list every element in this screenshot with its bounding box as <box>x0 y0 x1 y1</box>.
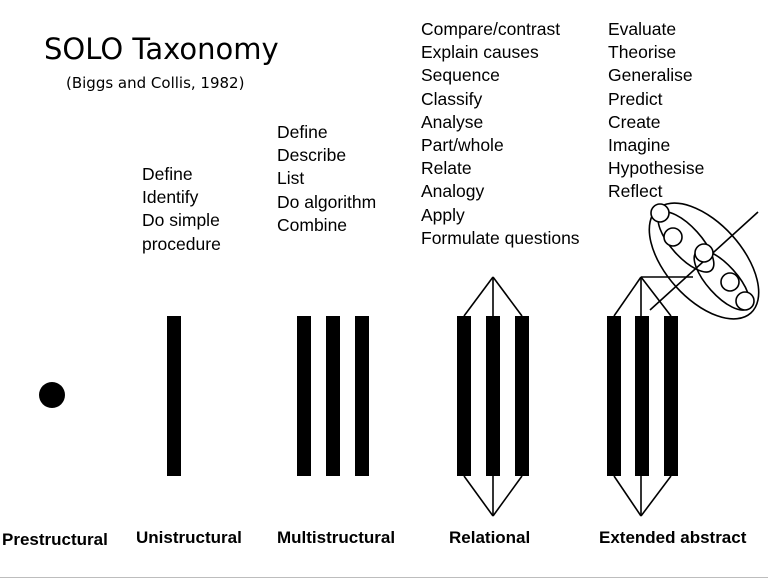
verb-item: Reflect <box>608 181 663 202</box>
abstract-ellipse-group <box>648 202 760 320</box>
abstract-node <box>720 272 740 292</box>
level-label-relational: Relational <box>449 528 531 547</box>
bottom-divider <box>0 577 768 578</box>
multistructural-bar <box>326 316 340 476</box>
verb-item: Compare/contrast <box>421 19 561 39</box>
verb-item: Predict <box>608 88 663 109</box>
verb-item: Classify <box>421 88 483 109</box>
verb-item: Relate <box>421 158 472 179</box>
verb-item: Define <box>142 164 193 184</box>
verb-item: Define <box>277 122 328 142</box>
verb-item: Describe <box>277 145 347 166</box>
diagram-title: SOLO Taxonomy <box>44 32 279 66</box>
verb-item: Explain causes <box>421 42 539 63</box>
verb-item: Formulate questions <box>421 227 580 248</box>
extended-abstract-bar <box>635 316 649 476</box>
verb-list-multistructural: Define Describe List Do algorithm Combin… <box>277 121 376 237</box>
relational-bar <box>515 316 529 476</box>
level-label-multistructural: Multistructural <box>277 528 396 547</box>
verb-list-extended-abstract: Evaluate Theorise Generalise Predict Cre… <box>608 18 704 204</box>
extended-abstract-bar <box>607 316 621 476</box>
relational-bar <box>457 316 471 476</box>
multistructural-bar <box>355 316 369 476</box>
unistructural-bar <box>167 316 181 476</box>
level-label-prestructural: Prestructural <box>2 530 108 549</box>
verb-item: Generalise <box>608 65 693 86</box>
extended-abstract-bar <box>664 316 678 476</box>
verb-item: Do algorithm <box>277 191 377 212</box>
verb-item: Analogy <box>421 181 485 202</box>
extended-abstract-structure <box>613 276 693 517</box>
verb-list-unistructural: Define Identify Do simple procedure <box>142 163 221 256</box>
abstract-node <box>663 227 683 247</box>
relational-structure <box>463 276 523 517</box>
abstract-node <box>694 243 714 263</box>
verb-item: Create <box>608 111 661 132</box>
verb-item: Analyse <box>421 111 484 132</box>
verb-item: procedure <box>142 233 221 254</box>
verb-item: Imagine <box>608 135 671 156</box>
verb-list-relational: Compare/contrast Explain causes Sequence… <box>421 18 580 250</box>
diagram-subtitle: (Biggs and Collis, 1982) <box>66 74 245 92</box>
multistructural-bar <box>297 316 311 476</box>
verb-item: Theorise <box>608 42 677 63</box>
verb-item: Hypothesise <box>608 158 705 179</box>
abstract-node <box>735 291 755 311</box>
level-label-unistructural: Unistructural <box>136 528 242 547</box>
relational-bar <box>486 316 500 476</box>
verb-item: List <box>277 168 305 189</box>
verb-item: Identify <box>142 187 199 208</box>
extended-abstract-bars <box>607 316 678 476</box>
multistructural-bars <box>297 316 369 476</box>
verb-item: Evaluate <box>608 19 677 39</box>
abstract-node <box>650 203 670 223</box>
verb-item: Do simple <box>142 210 220 231</box>
verb-item: Sequence <box>421 65 500 86</box>
verb-item: Apply <box>421 204 465 225</box>
relational-bars <box>457 316 529 476</box>
verb-item: Part/whole <box>421 135 504 156</box>
verb-item: Combine <box>277 214 348 235</box>
level-label-extended-abstract: Extended abstract <box>599 528 747 547</box>
prestructural-dot <box>39 382 65 408</box>
